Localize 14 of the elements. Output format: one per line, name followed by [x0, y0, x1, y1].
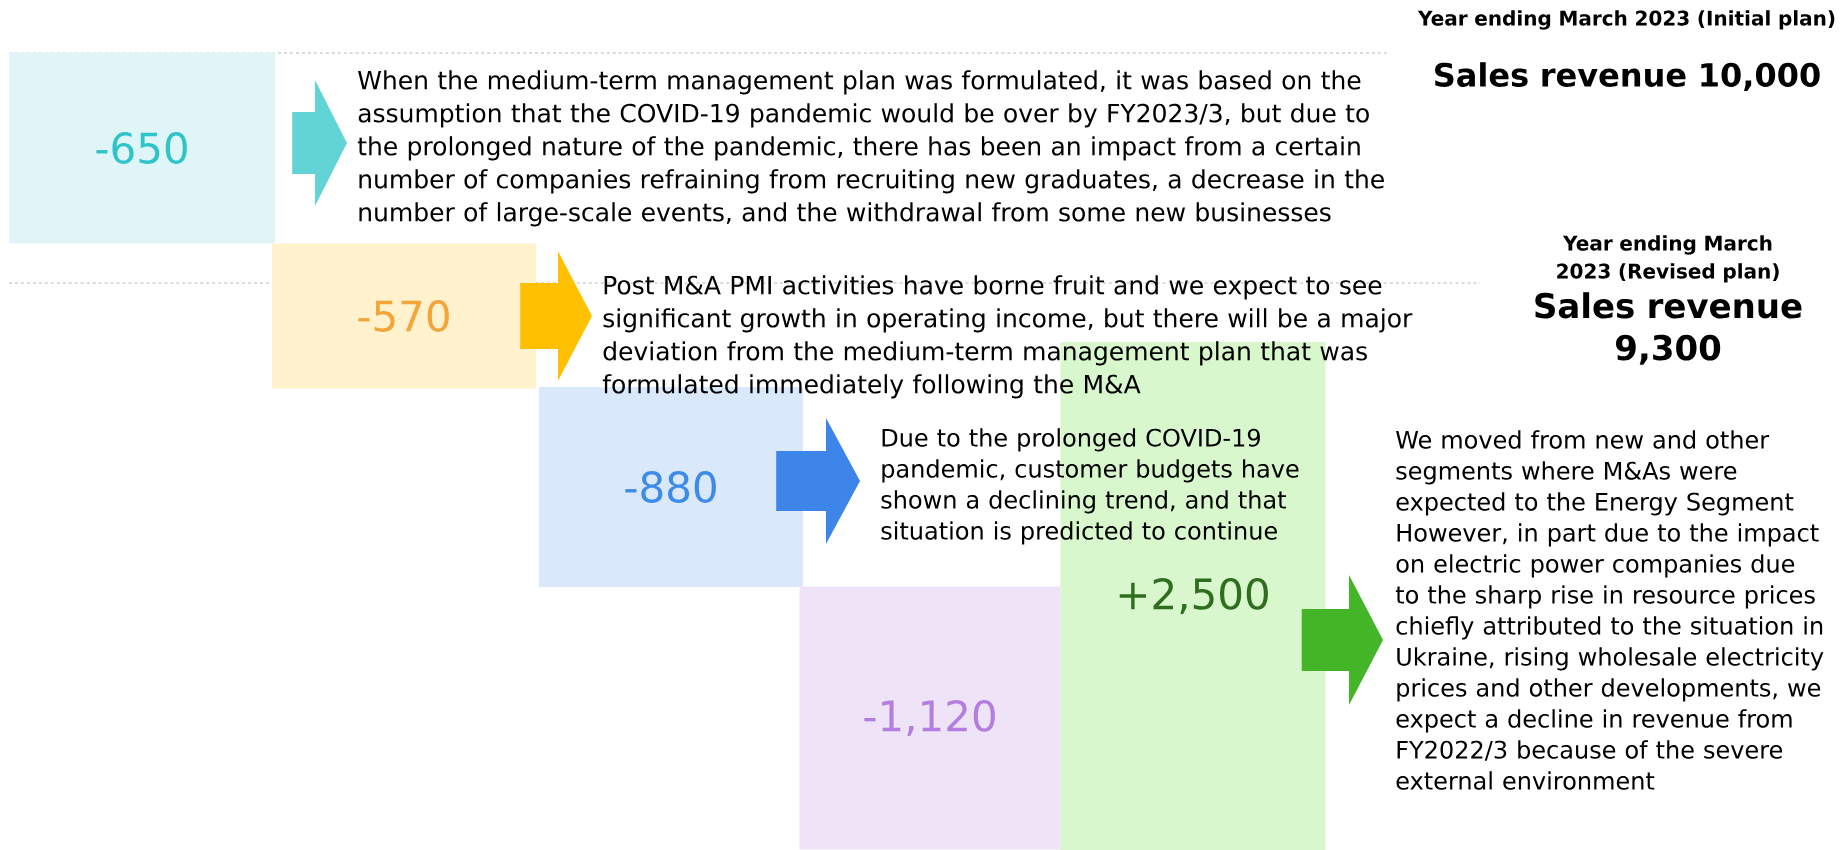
block-arrow	[776, 418, 860, 544]
block-arrow	[1301, 575, 1383, 705]
block-arrow	[520, 251, 592, 381]
value-box: -650	[9, 52, 275, 244]
value-box: -1,120	[799, 586, 1061, 850]
revenue-figure: Sales revenue 10,000	[1435, 62, 1820, 92]
description-text: Due to the prolonged COVID-19 pandemic, customer budgets have shown a declining trend, and that situation is predicted to continue	[881, 428, 1299, 545]
value-box: -570	[272, 243, 536, 389]
description-text: We moved from new and other segments where M&As were expected to the Energy Segment However, in part due to the impact on electric power companies due to the sharp rise in resource prices chiefly attributed to the situation in Ukraine, rising wholesale electricity prices and other developments, we expect a decline in revenue from FY2022/3 because of the severe external environment	[1395, 430, 1824, 790]
period-heading: Year ending March 2023 (Revised plan)	[1557, 235, 1779, 283]
revenue-figure: Sales revenue 9,300	[1535, 292, 1802, 365]
block-arrow	[292, 80, 347, 206]
description-text: When the medium-term management plan was formulated, it was based on the assumption that the COVID-19 pandemic would be over by FY2023/3, but due to the prolonged nature of the pandemic, there has been an impact from a certain number of companies refraining from recruiting new graduates, a decrease in the number of large-scale events, and the withdrawal from some new businesses	[357, 70, 1384, 227]
period-heading: Year ending March 2023 (Initial plan)	[1417, 10, 1835, 30]
